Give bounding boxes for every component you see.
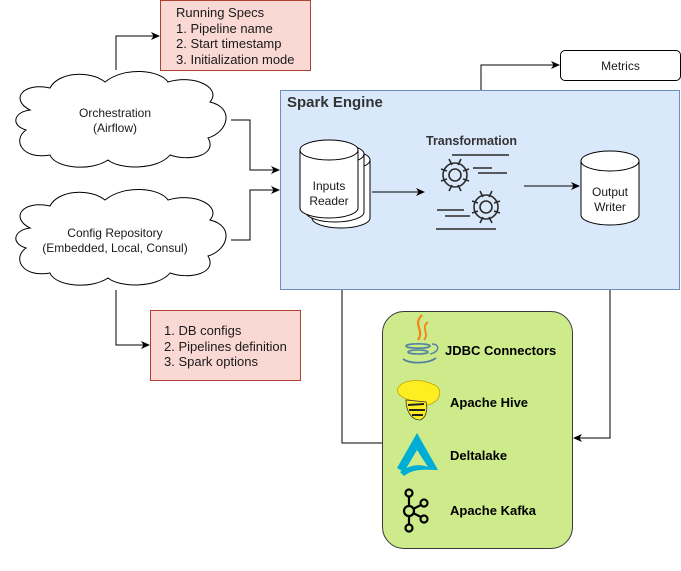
spark-engine-title: Spark Engine [287, 94, 383, 111]
arrow-config-to-config-contents [115, 290, 150, 349]
output-writer-line2: Writer [594, 200, 626, 214]
source-label-deltalake: Deltalake [450, 448, 508, 463]
config-repository-label: Config Repository (Embedded, Local, Cons… [20, 226, 210, 256]
orchestration-line2: (Airflow) [93, 121, 137, 135]
running-specs-title: Running Specs [176, 5, 265, 20]
transformation-title: Transformation [426, 134, 517, 148]
inputs-reader-line1: Inputs [312, 179, 346, 193]
arrow-orchestration-to-running-specs [115, 32, 160, 70]
arrow-sources-to-inputs-reader [338, 233, 382, 444]
output-writer-label: Output Writer [581, 185, 639, 215]
running-specs-item: 1. Pipeline name [176, 20, 273, 36]
metrics-box[interactable]: Metrics [560, 50, 681, 81]
hive-icon [397, 380, 441, 421]
config-contents-item: 2. Pipelines definition [164, 338, 287, 354]
arrow-config-to-spark [231, 186, 280, 241]
config-repository-line1: Config Repository [67, 226, 163, 240]
inputs-reader-cylinder[interactable] [299, 139, 371, 229]
config-contents-item: 1. DB configs [164, 323, 242, 338]
arrow-orchestration-to-spark [231, 119, 280, 174]
source-label-jdbc: JDBC Connectors [445, 343, 557, 358]
running-specs-item: 2. Start timestamp [176, 36, 282, 51]
metrics-label: Metrics [601, 58, 640, 73]
running-specs-item: 3. Initialization mode [176, 51, 295, 67]
orchestration-label: Orchestration (Airflow) [20, 106, 210, 136]
kafka-icon [402, 488, 429, 533]
inputs-reader-label: Inputs Reader [300, 179, 358, 209]
inputs-reader-line2: Reader [309, 194, 349, 208]
source-label-hive: Apache Hive [450, 395, 529, 410]
deltalake-icon [397, 433, 438, 476]
output-writer-line1: Output [591, 185, 629, 199]
arrow-spark-to-metrics [480, 61, 560, 90]
config-contents-note[interactable]: 1. DB configs 2. Pipelines definition 3.… [150, 310, 301, 381]
config-contents-item: 3. Spark options [164, 354, 258, 369]
java-icon [402, 314, 439, 364]
running-specs-note[interactable]: Running Specs 1. Pipeline name 2. Start … [160, 0, 311, 71]
arrow-output-writer-to-sources [573, 226, 611, 442]
output-writer-cylinder[interactable] [580, 150, 640, 226]
source-label-kafka: Apache Kafka [450, 503, 536, 518]
orchestration-line1: Orchestration [78, 106, 152, 120]
gears-icon [436, 154, 509, 230]
config-repository-cloud[interactable] [15, 188, 227, 286]
orchestration-cloud[interactable] [15, 70, 227, 168]
config-repository-line2: (Embedded, Local, Consul) [42, 241, 188, 255]
